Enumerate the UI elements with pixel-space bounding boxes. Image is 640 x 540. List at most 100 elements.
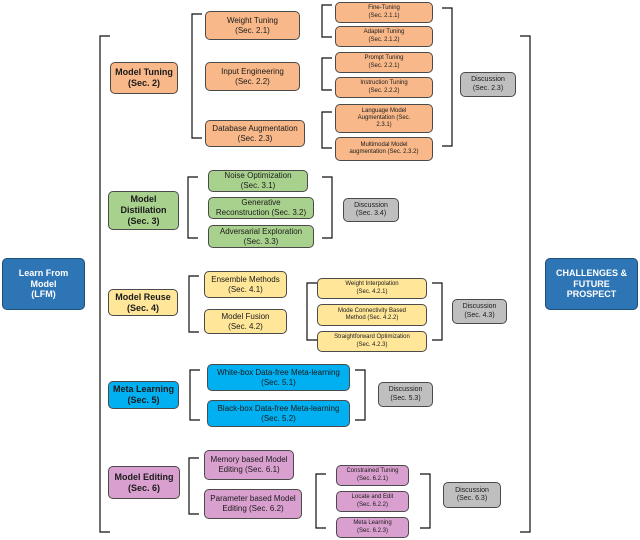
meta-learning-editing-node: Meta Learning (Sec. 6.2.3) — [336, 517, 409, 538]
bracket-root — [99, 35, 110, 533]
bracket-parameter — [315, 473, 326, 529]
weight-interpolation-sec: (Sec. 4.2.1) — [356, 288, 388, 295]
challenges-line2: FUTURE — [573, 278, 610, 289]
straightforward-sec: (Sec. 4.2.3) — [356, 341, 388, 348]
parameter-line1: Parameter based Model — [210, 494, 296, 504]
model-fusion-node: Model Fusion (Sec. 4.2) — [204, 309, 287, 334]
database-augmentation-sec: (Sec. 2.3) — [237, 133, 273, 143]
noise-optimization-sec: (Sec. 3.1) — [240, 181, 276, 190]
adapter-tuning-title: Adapter Tuning — [363, 29, 405, 36]
memory-line2: Editing (Sec. 6.1) — [218, 465, 280, 474]
locate-and-edit-node: Locate and Edit (Sec. 6.2.2) — [336, 491, 409, 512]
multimodal-line1: Multimodal Model — [360, 141, 408, 148]
instruction-tuning-node: Instruction Tuning (Sec. 2.2.2) — [335, 77, 433, 98]
fine-tuning-sec: (Sec. 2.1.1) — [368, 12, 400, 19]
distillation-discussion-title: Discussion — [354, 201, 388, 209]
parameter-based-editing-node: Parameter based Model Editing (Sec. 6.2) — [204, 489, 302, 519]
editing-discussion-node: Discussion (Sec. 6.3) — [443, 482, 501, 508]
fusion-sec: (Sec. 4.2) — [228, 321, 263, 331]
prompt-tuning-node: Prompt Tuning (Sec. 2.2.1) — [335, 52, 433, 73]
meta-learning-node: Meta Learning (Sec. 5) — [108, 381, 179, 409]
language-model-augmentation-node: Language Model Augmentation (Sec. 2.3.1) — [335, 104, 433, 133]
adversarial-sec: (Sec. 3.3) — [243, 236, 279, 246]
prompt-tuning-sec: (Sec. 2.2.1) — [368, 62, 400, 69]
fusion-title: Model Fusion — [221, 311, 270, 321]
bracket-editing — [188, 457, 199, 515]
noise-optimization-title: Noise Optimization — [224, 171, 292, 181]
fine-tuning-node: Fine-Tuning (Sec. 2.1.1) — [335, 2, 433, 23]
root-line2: Model — [30, 278, 57, 289]
root-line3: (LFM) — [31, 289, 56, 300]
ensemble-title: Ensemble Methods — [211, 274, 280, 284]
adapter-tuning-node: Adapter Tuning (Sec. 2.1.2) — [335, 26, 433, 47]
distillation-line2: Distillation — [120, 205, 167, 216]
weight-interpolation-title: Weight Interpolation — [345, 281, 399, 288]
weight-tuning-title: Weight Tuning — [227, 15, 278, 25]
fine-tuning-title: Fine-Tuning — [368, 5, 400, 12]
black-box-meta-learning-node: Black-box Data-free Meta-learning (Sec. … — [207, 400, 350, 427]
model-distillation-node: Model Distillation (Sec. 3) — [108, 191, 179, 230]
challenges-future-prospect-node: CHALLENGES & FUTURE PROSPECT — [545, 258, 638, 310]
instruction-tuning-sec: (Sec. 2.2.2) — [368, 87, 400, 94]
memory-based-editing-node: Memory based Model Editing (Sec. 6.1) — [204, 450, 294, 480]
straightforward-optimization-node: Straightforward Optimization (Sec. 4.2.3… — [317, 331, 427, 352]
input-engineering-node: Input Engineering (Sec. 2.2) — [205, 62, 300, 91]
distillation-line3: (Sec. 3) — [127, 215, 160, 226]
model-editing-sec: (Sec. 6) — [127, 482, 160, 493]
model-editing-node: Model Editing (Sec. 6) — [108, 466, 180, 499]
multimodal-line2: augmentation (Sec. 2.3.2) — [349, 149, 419, 155]
locate-title: Locate and Edit — [351, 494, 394, 501]
parameter-line2: Editing (Sec. 6.2) — [222, 504, 284, 513]
distillation-discussion-node: Discussion (Sec. 3.4) — [343, 198, 399, 222]
model-tuning-title: Model Tuning — [115, 67, 173, 78]
meta-learning-title: Meta Learning — [112, 384, 174, 395]
meta-discussion-node: Discussion (Sec. 5.3) — [378, 382, 433, 407]
adapter-tuning-sec: (Sec. 2.1.2) — [368, 36, 400, 43]
bracket-editing-discussion — [420, 473, 431, 529]
prompt-tuning-title: Prompt Tuning — [364, 55, 404, 62]
generative-line2: Reconstruction (Sec. 3.2) — [215, 208, 307, 217]
tuning-discussion-sec: (Sec. 2.3) — [472, 84, 504, 92]
white-box-meta-learning-node: White-box Data-free Meta-learning (Sec. … — [207, 364, 350, 391]
meta-discussion-sec: (Sec. 5.3) — [390, 394, 421, 402]
adversarial-title: Adversarial Exploration — [219, 226, 303, 236]
ensemble-sec: (Sec. 4.1) — [228, 284, 263, 294]
distillation-line1: Model — [130, 194, 157, 205]
weight-tuning-node: Weight Tuning (Sec. 2.1) — [205, 11, 300, 40]
straightforward-title: Straightforward Optimization — [334, 334, 410, 341]
bracket-tuning-discussion — [442, 7, 453, 147]
white-box-title: White-box Data-free Meta-learning — [217, 367, 340, 377]
model-editing-title: Model Editing — [114, 471, 174, 482]
connectivity-line1: Mode Connectivity Based — [337, 307, 407, 314]
bracket-meta — [189, 369, 200, 421]
locate-sec: (Sec. 6.2.2) — [356, 501, 388, 508]
noise-optimization-node: Noise Optimization (Sec. 3.1) — [208, 170, 308, 192]
meta-learning-editing-sec: (Sec. 6.2.3) — [356, 527, 388, 534]
bracket-meta-discussion — [355, 369, 366, 421]
constrained-tuning-node: Constrained Tuning (Sec. 6.2.1) — [336, 465, 409, 486]
meta-discussion-title: Discussion — [388, 386, 423, 394]
weight-tuning-sec: (Sec. 2.1) — [235, 25, 270, 35]
bracket-distillation-discussion — [322, 176, 333, 239]
black-box-title: Black-box Data-free Meta-learning — [217, 403, 340, 413]
memory-line1: Memory based Model — [210, 455, 288, 465]
root-line1: Learn From — [18, 267, 69, 278]
language-model-line2: Augmentation (Sec. — [357, 114, 411, 121]
bracket-challenges — [520, 35, 531, 533]
reuse-discussion-title: Discussion — [462, 303, 497, 311]
constrained-title: Constrained Tuning — [346, 468, 399, 475]
tuning-discussion-node: Discussion (Sec. 2.3) — [460, 72, 516, 97]
adversarial-exploration-node: Adversarial Exploration (Sec. 3.3) — [208, 225, 314, 248]
reuse-discussion-node: Discussion (Sec. 4.3) — [452, 299, 507, 324]
bracket-fusion — [306, 282, 317, 341]
black-box-sec: (Sec. 5.2) — [261, 413, 296, 423]
reuse-discussion-sec: (Sec. 4.3) — [464, 311, 495, 319]
constrained-sec: (Sec. 6.2.1) — [356, 475, 388, 482]
learn-from-model-node: Learn From Model (LFM) — [2, 258, 85, 310]
model-tuning-sec: (Sec. 2) — [127, 78, 160, 88]
tuning-discussion-title: Discussion — [471, 76, 505, 84]
connectivity-line2: Method (Sec. 4.2.2) — [345, 315, 399, 321]
bracket-tuning — [191, 13, 202, 139]
generative-line1: Generative — [241, 198, 281, 208]
